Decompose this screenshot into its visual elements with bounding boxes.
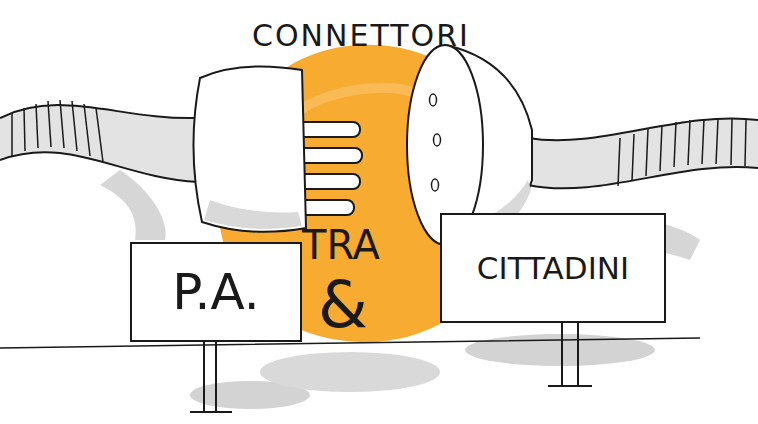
- cable-line: [0, 152, 198, 182]
- cable-line: [528, 167, 758, 188]
- cable-rib: [674, 122, 676, 167]
- socket-hole: [432, 179, 439, 191]
- socket-hole: [434, 134, 441, 146]
- shadow: [260, 352, 440, 392]
- sign-text: CITTADINI: [477, 250, 629, 286]
- cable-shade: [528, 118, 758, 188]
- cable-rib: [702, 119, 704, 164]
- cable-ribs: [618, 119, 746, 186]
- sign-board: CITTADINI: [440, 213, 666, 323]
- cable-rib: [618, 138, 620, 186]
- cable-rib: [84, 104, 90, 156]
- cable-rib: [688, 120, 690, 165]
- cable-rib: [632, 134, 634, 181]
- handwritten-label: TRA: [302, 222, 380, 268]
- post: [561, 322, 563, 386]
- cable-rib: [646, 129, 648, 176]
- prong: [296, 122, 360, 137]
- cable-rib: [60, 100, 64, 148]
- cable-shade: [0, 105, 198, 182]
- cable-rib: [24, 108, 25, 151]
- cable-rib: [11, 113, 13, 156]
- post: [577, 322, 579, 386]
- prong: [296, 148, 362, 163]
- cable-rib: [36, 104, 38, 148]
- cable-rib: [745, 120, 746, 166]
- plug-body: [193, 66, 306, 231]
- shadow: [100, 170, 166, 240]
- cable-line: [528, 118, 758, 140]
- cable-rib: [731, 119, 732, 165]
- cable-rib: [660, 125, 662, 171]
- post: [203, 342, 205, 412]
- post-base: [548, 385, 592, 387]
- cable-rib: [96, 108, 103, 162]
- sign-text: P.A.: [172, 263, 259, 321]
- cable-line: [0, 105, 196, 118]
- handwritten-label: CONNETTORI: [252, 18, 470, 53]
- cable-rib: [72, 101, 77, 151]
- sign-board: P.A.: [130, 242, 302, 342]
- post-base: [190, 411, 232, 413]
- handwritten-label: &: [318, 268, 368, 342]
- plug-shadow: [204, 200, 302, 229]
- cable-rib: [716, 119, 718, 164]
- blob-highlight: [300, 88, 420, 110]
- socket-hole: [430, 94, 437, 106]
- post: [215, 342, 217, 412]
- cable-ribs: [12, 100, 103, 162]
- cable-rib: [48, 101, 51, 147]
